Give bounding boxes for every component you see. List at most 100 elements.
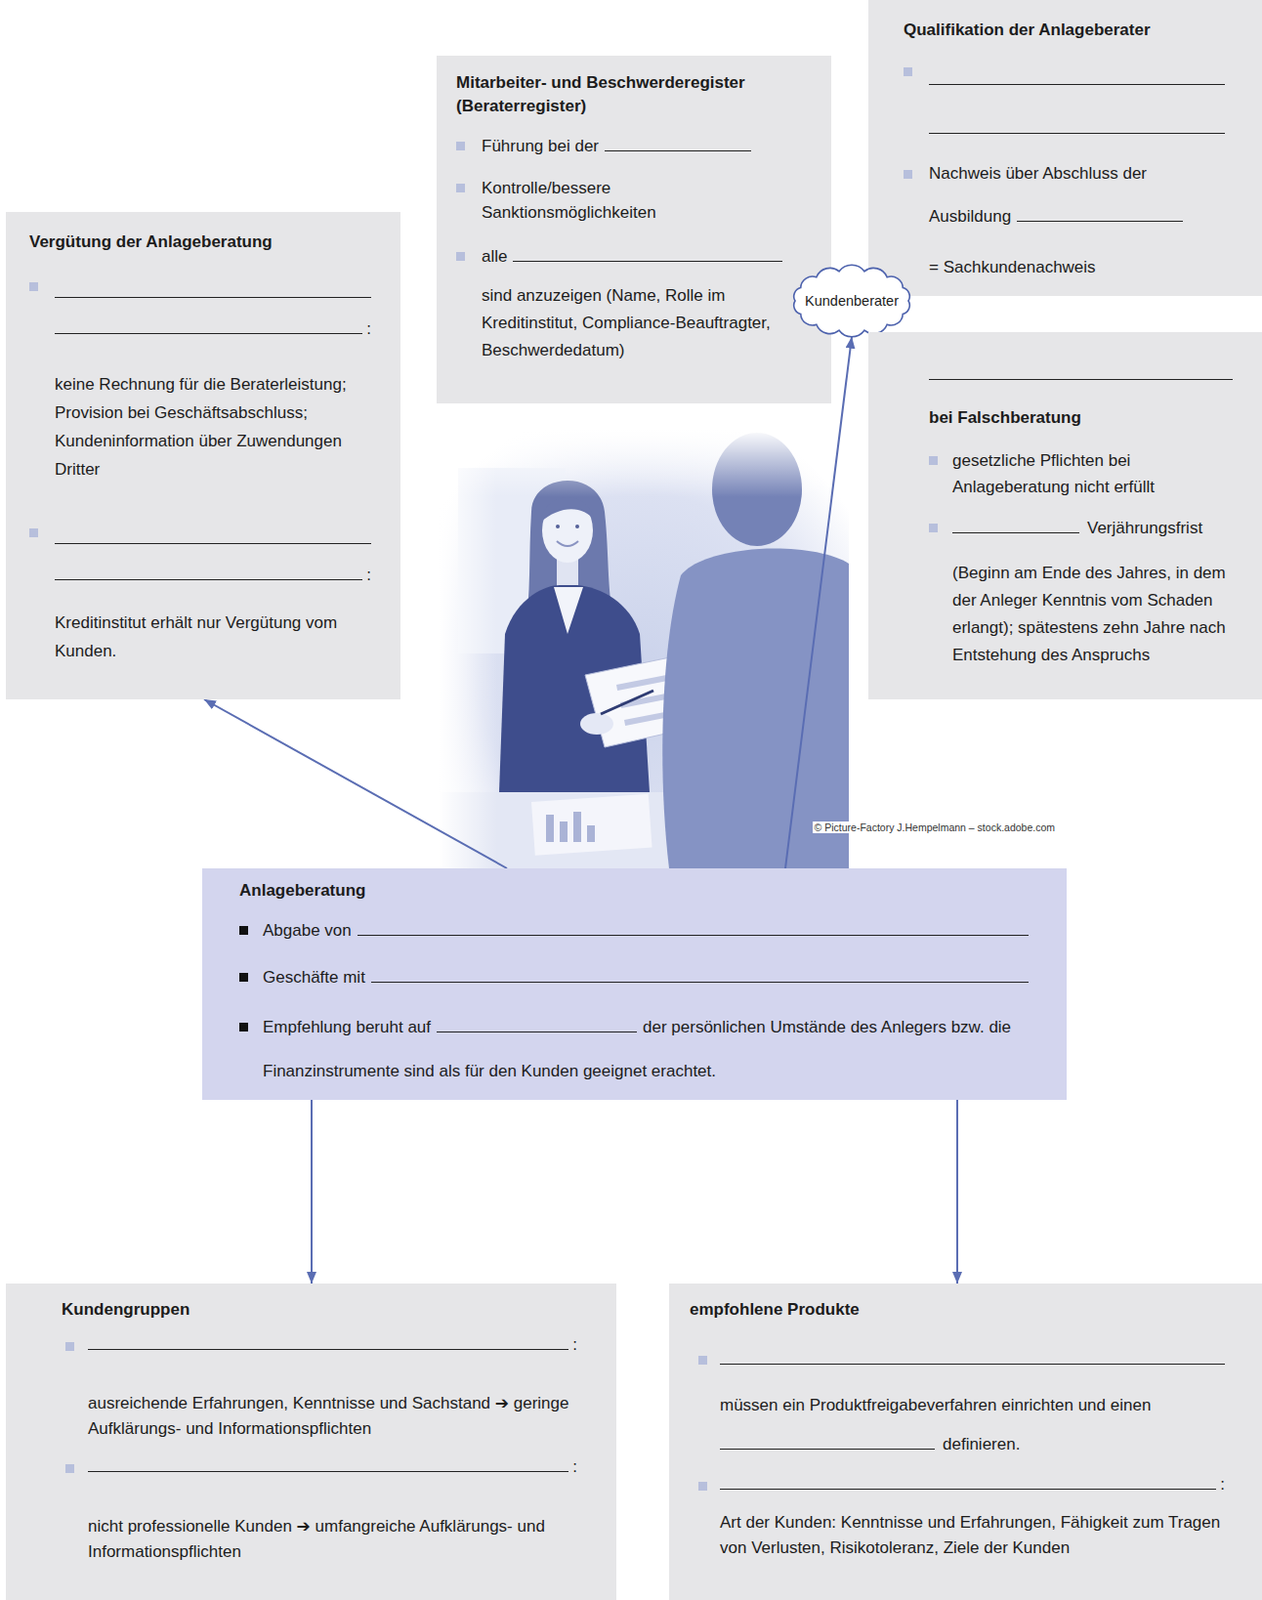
blank-line (719, 1363, 1225, 1365)
div-part (928, 447, 953, 465)
div-part (928, 356, 1233, 386)
box-row: Abgabe von (239, 918, 1029, 943)
heading-line: Vergütung der Anlageberatung (29, 230, 372, 254)
path-part (540, 497, 595, 523)
div-part: Empfehlung beruht aufder persönlichen Um… (262, 1005, 1029, 1094)
rect-part (573, 811, 582, 842)
box-row (928, 356, 1233, 386)
div-part: : (54, 313, 372, 345)
box-row: sind anzuzeigen (Name, Rolle im Kreditin… (456, 282, 783, 365)
div-part: : (719, 1472, 1225, 1497)
div-part: müssen ein Produktfreigabeverfahren einr… (719, 1392, 1225, 1419)
blank-line (719, 1488, 1217, 1490)
rect-part (438, 428, 849, 498)
box-text: : (1219, 1472, 1225, 1497)
blank-line (357, 934, 1029, 936)
div-part (928, 55, 1225, 91)
box-text: gesetzliche Pflichten bei Anlageberatung… (952, 447, 1233, 501)
div-part: Kontrolle/bessere Sanktionsmöglichkeiten (481, 175, 783, 225)
div-part: Verjährungsfrist (952, 515, 1233, 541)
bullet-square (29, 282, 39, 292)
div-part (903, 152, 929, 179)
box-text: (Beginn am Ende des Jahres, in dem der A… (952, 559, 1233, 670)
register-box: Mitarbeiter- und Beschwerderegister (Ber… (436, 55, 832, 404)
box-row: Nachweis über Abschluss der Ausbildung (903, 152, 1225, 239)
blank-line (719, 1448, 935, 1450)
div-part: Führung bei der (481, 133, 783, 159)
div-part: = Sachkundenachweis (928, 252, 1225, 283)
rect-part (559, 821, 568, 842)
div-part: : (54, 559, 372, 591)
bullet-square (928, 456, 938, 465)
box-heading: Qualifikation der Anlageberater (903, 20, 1151, 40)
bullet-square (698, 1481, 708, 1491)
blank-line (604, 150, 752, 152)
heading-line: Mitarbeiter- und Beschwerderegister (Ber… (456, 71, 822, 119)
div-part: keine Rechnung für die Beraterleistung; … (54, 370, 372, 484)
box-heading: Kundengruppen (61, 1300, 190, 1319)
box-text: = Sachkundenachweis (928, 252, 1096, 283)
div-part: : (87, 1454, 578, 1479)
bullet-square (456, 141, 465, 151)
bullet-square (239, 1022, 249, 1032)
box-row: ausreichende Erfahrungen, Kenntnisse und… (61, 1390, 578, 1442)
div-part: Kreditinstitut erhält nur Vergütung vom … (54, 608, 372, 666)
box-text: : (572, 1454, 578, 1479)
rect-part (438, 428, 849, 869)
div-part (689, 1346, 720, 1365)
heading-line: Anlageberatung (239, 879, 1029, 903)
heading-line: Qualifikation der Anlageberater (903, 18, 1225, 43)
bullet-square (456, 183, 465, 193)
bullet-square (65, 1464, 75, 1473)
div-part (54, 518, 372, 550)
bullet-square (239, 925, 249, 935)
div-part: (Beginn am Ende des Jahres, in dem der A… (952, 559, 1233, 670)
rect-part (531, 794, 653, 856)
box-row: Führung bei der (456, 133, 783, 159)
box-row: : (61, 1454, 578, 1479)
blank-line (54, 296, 372, 298)
box-row: gesetzliche Pflichten bei Anlageberatung… (928, 447, 1233, 501)
ellipse-part (580, 713, 614, 735)
connector-arrow (204, 699, 507, 869)
connector-arrow (956, 1099, 959, 1284)
box-row: : (29, 313, 372, 345)
box-row: Verjährungsfrist (928, 515, 1233, 541)
box-text: Verjährungsfrist (1087, 515, 1203, 541)
box-heading: Anlageberatung (239, 881, 366, 900)
bullet-square (698, 1355, 708, 1365)
div-part (928, 104, 1225, 140)
div-part (239, 965, 263, 982)
remuneration-box: Vergütung der Anlageberatung: keine Rechn… (5, 211, 401, 700)
products-box: empfohlene Produkte müssen ein Produktfre… (669, 1283, 1262, 1600)
box-row: Geschäfte mit (239, 965, 1029, 990)
blank-line (928, 84, 1225, 85)
div-part: ausreichende Erfahrungen, Kenntnisse und… (87, 1390, 578, 1442)
box-text: müssen ein Produktfreigabeverfahren einr… (719, 1392, 1151, 1419)
box-text: ausreichende Erfahrungen, Kenntnisse und… (87, 1390, 578, 1442)
blank-line (87, 1471, 569, 1473)
bullet-square (903, 169, 913, 179)
div-part (61, 1454, 88, 1473)
box-text: Nachweis über Abschluss der Ausbildung (928, 164, 1147, 226)
box-text: Art der Kunden: Kenntnisse und Erfahrung… (719, 1510, 1225, 1561)
box-text: : (572, 1332, 578, 1357)
box-text: Kontrolle/bessere Sanktionsmöglichkeiten (481, 175, 783, 225)
div-part: nicht professionelle Kunden ➔ umfangreic… (87, 1514, 578, 1565)
div-part: Geschäfte mit (262, 965, 1029, 990)
heading-line: empfohlene Produkte (689, 1298, 1225, 1322)
div-part: Abgabe von (262, 918, 1029, 943)
box-text: keine Rechnung für die Beraterleistung; … (54, 370, 372, 484)
box-row: nicht professionelle Kunden ➔ umfangreic… (61, 1514, 578, 1565)
bullet-square (903, 67, 913, 77)
box-text: sind anzuzeigen (Name, Rolle im Kreditin… (481, 282, 783, 365)
qualification-box: Qualifikation der AnlageberaterNachweis … (868, 0, 1262, 296)
bullet-square (29, 528, 39, 538)
box-heading: Mitarbeiter- und Beschwerderegister (Ber… (456, 73, 746, 116)
div-part: : (87, 1332, 578, 1357)
div-part (29, 518, 55, 538)
blank-line (371, 981, 1029, 983)
advisor-cloud: Kundenberater (787, 262, 917, 339)
path-part (553, 587, 584, 634)
